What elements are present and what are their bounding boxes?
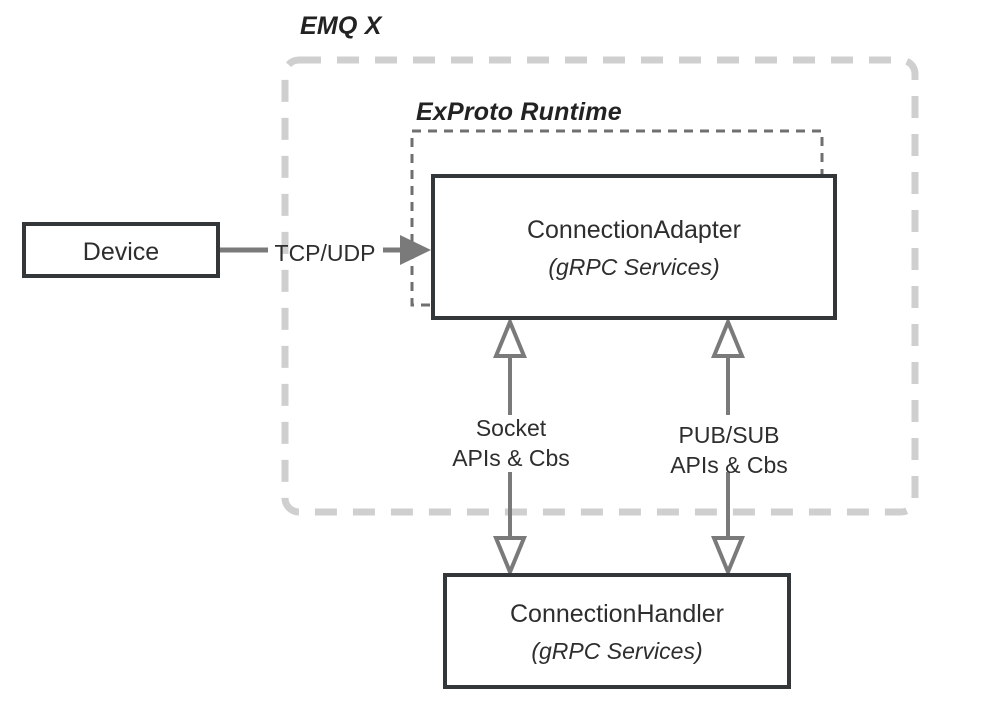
pubsub-edge-arrowhead-up-icon	[711, 316, 745, 358]
node-connection-adapter-title: ConnectionAdapter	[526, 216, 742, 244]
device-adapter-arrowhead-icon	[400, 235, 431, 265]
node-device-title: Device	[82, 238, 160, 266]
node-connection-handler-title: ConnectionHandler	[509, 600, 725, 628]
socket-edge-arrowhead-up-icon	[493, 316, 527, 358]
node-connection-handler-subtitle: (gRPC Services)	[531, 638, 703, 664]
node-device[interactable]: Device	[22, 222, 220, 278]
edge-label-socket-apis-line2: APIs & Cbs	[452, 445, 570, 472]
edge-label-socket-apis-line1: Socket	[475, 415, 547, 441]
emqx-boundary	[281, 56, 919, 516]
node-connection-adapter[interactable]: ConnectionAdapter (gRPC Services)	[431, 174, 837, 320]
exproto-runtime-title: ExProto Runtime	[416, 98, 622, 126]
edge-label-socket-apis: Socket APIs & Cbs	[452, 413, 570, 474]
emqx-title: EMQ X	[300, 12, 382, 40]
edge-label-pubsub-apis-line1: PUB/SUB	[678, 422, 780, 448]
socket-edge-arrowhead-down-icon	[493, 536, 527, 578]
edge-label-pubsub-apis: PUB/SUB APIs & Cbs	[670, 420, 788, 481]
edge-label-tcp-udp: TCP/UDP	[274, 240, 376, 266]
node-connection-handler[interactable]: ConnectionHandler (gRPC Services)	[443, 573, 791, 689]
edge-label-pubsub-apis-line2: APIs & Cbs	[670, 452, 788, 479]
node-connection-adapter-subtitle: (gRPC Services)	[548, 254, 720, 280]
pubsub-edge-arrowhead-down-icon	[711, 536, 745, 578]
